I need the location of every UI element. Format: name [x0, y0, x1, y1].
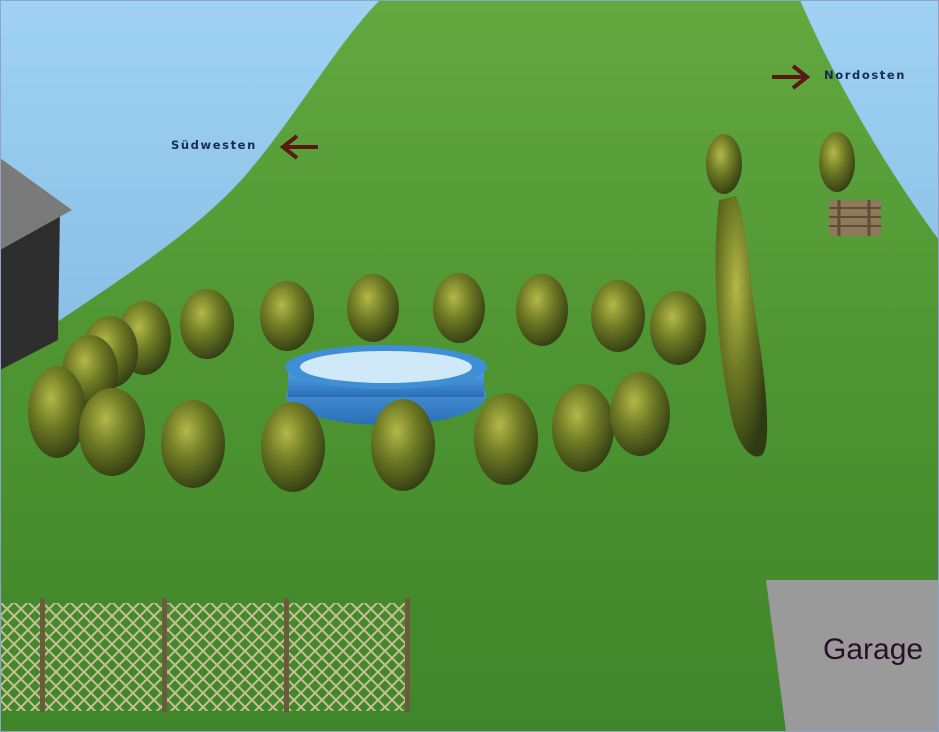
lattice-fence [0, 598, 410, 712]
garage [766, 580, 939, 732]
shrub [260, 281, 314, 351]
garage-label: Garage [823, 633, 924, 666]
shrub [610, 372, 670, 456]
shrub [371, 399, 435, 491]
shrub [433, 273, 485, 343]
shrub [161, 400, 225, 488]
shrub [474, 393, 538, 485]
shrub [180, 289, 234, 359]
shrub [261, 402, 325, 492]
hedge [715, 196, 768, 457]
shrub [650, 291, 706, 365]
small-tree [819, 132, 855, 192]
shrub [28, 366, 86, 458]
pool [285, 345, 487, 425]
shrub [347, 274, 399, 342]
shrub [591, 280, 645, 352]
wooden-planter [829, 200, 881, 236]
right-arrow-icon [772, 64, 811, 90]
direction-label-southwest: Südwesten [171, 138, 257, 152]
direction-label-northeast: Nordosten [824, 68, 907, 82]
small-tree [706, 134, 742, 194]
house [0, 158, 72, 370]
shrub [516, 274, 568, 346]
shrub [79, 388, 145, 476]
shrub [552, 384, 614, 472]
left-arrow-icon [279, 134, 318, 160]
